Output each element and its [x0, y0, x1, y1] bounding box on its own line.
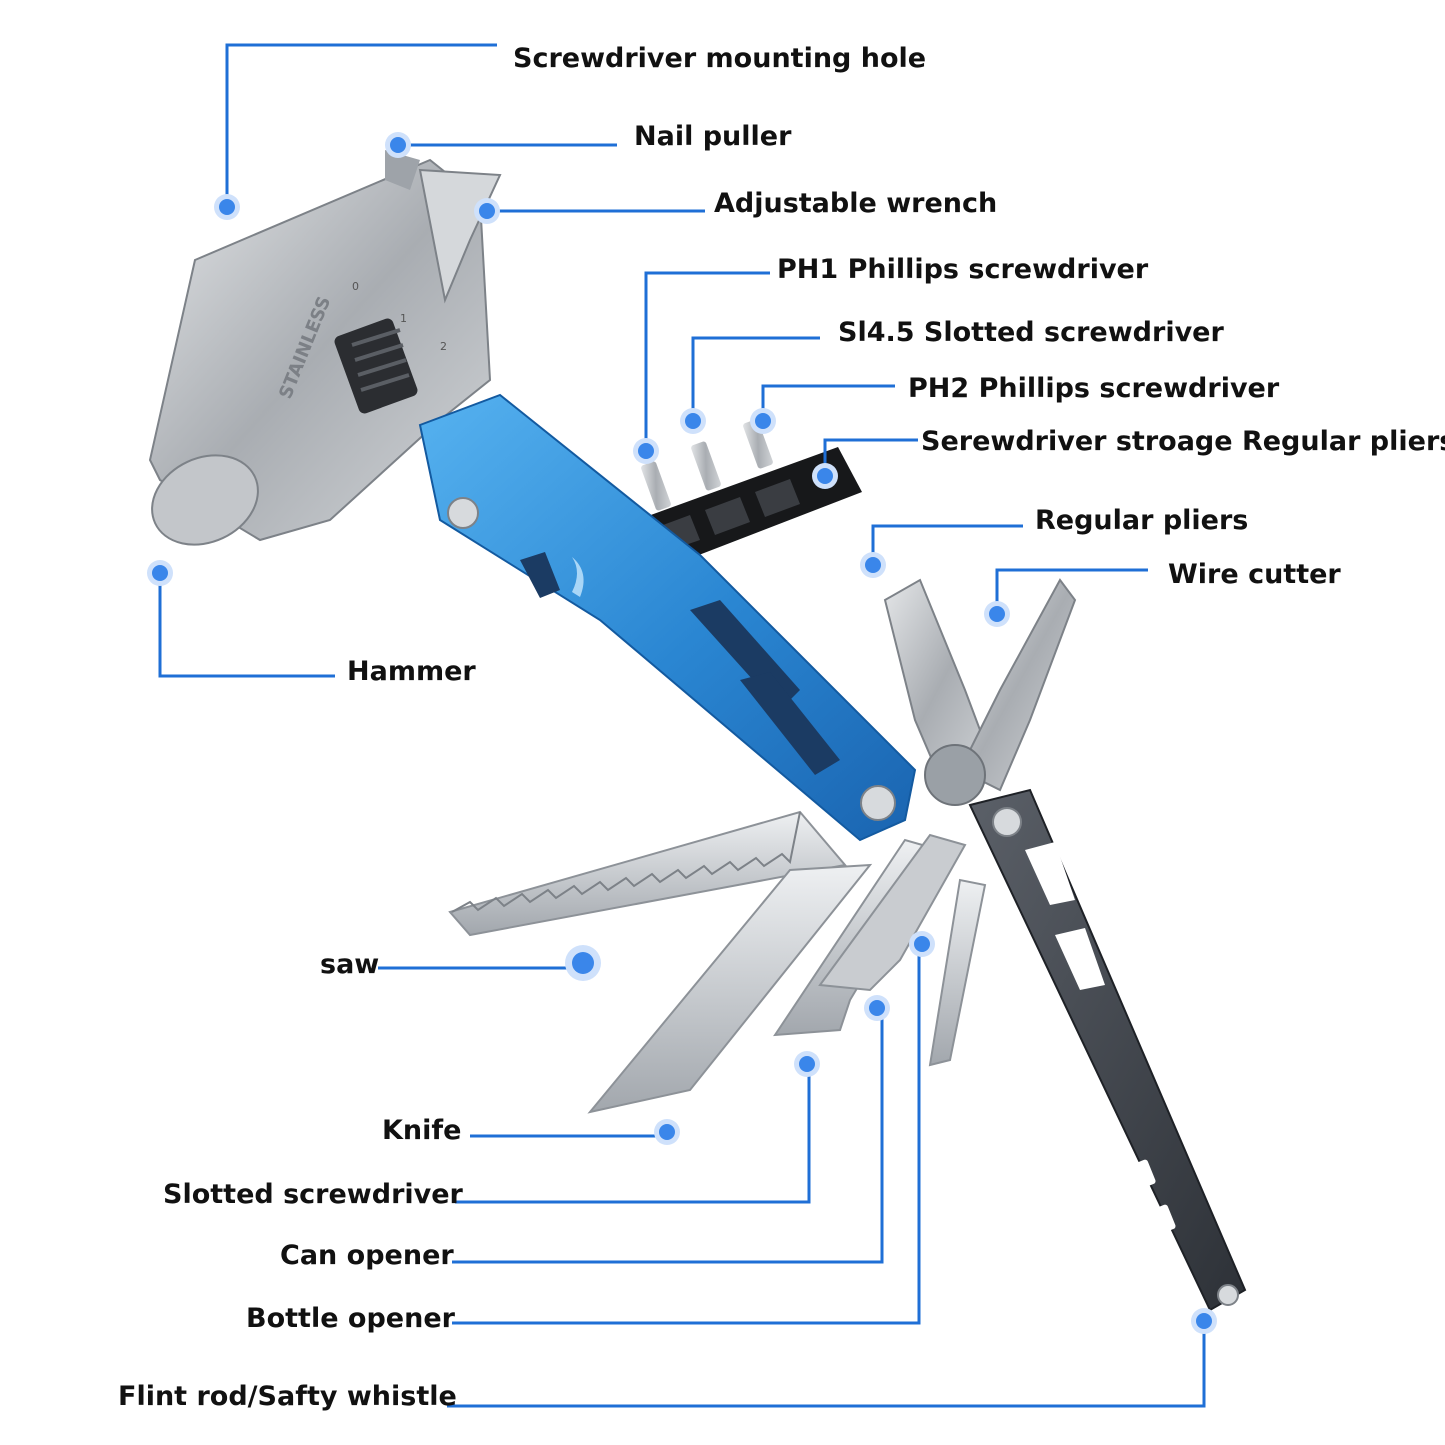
- callout-dots: [147, 132, 1217, 1334]
- label-knife: Knife: [382, 1115, 462, 1146]
- pliers-jaws: [883, 578, 1077, 806]
- dot-saw: [565, 945, 601, 981]
- leader-ph2-phillips: [761, 384, 895, 421]
- dot-wire-cutter: [984, 601, 1010, 627]
- leader-hammer: [158, 573, 335, 678]
- leader-flint-rod: [447, 1321, 1206, 1408]
- opener-blade: [818, 833, 967, 992]
- knife-blade: [587, 863, 873, 1114]
- leader-lines: [158, 43, 1206, 1408]
- leader-screwdriver-mounting-hole: [225, 43, 497, 207]
- file-blade: [928, 878, 987, 1067]
- dark-handle: [968, 788, 1247, 1312]
- dot-flint-rod: [1191, 1308, 1217, 1334]
- hammer-head: STAINLESS 0 1 2: [148, 150, 502, 546]
- label-can-opener: Can opener: [280, 1240, 454, 1271]
- screwdriver-bits: [641, 419, 773, 511]
- dot-slotted-screwdriver: [794, 1051, 820, 1077]
- label-ph1-phillips: PH1 Phillips screwdriver: [777, 254, 1149, 285]
- dot-hammer: [147, 560, 173, 586]
- wrench-scale-0: 0: [352, 280, 359, 293]
- leader-ph1-phillips: [644, 271, 770, 451]
- leader-bottle-opener: [452, 944, 921, 1325]
- wrench-scale-1: 1: [400, 312, 407, 325]
- label-adjustable-wrench: Adjustable wrench: [714, 188, 998, 219]
- dot-knife: [654, 1119, 680, 1145]
- label-flint-rod: Flint rod/Safty whistle: [118, 1381, 457, 1412]
- dot-screwdriver-mounting-hole: [214, 194, 240, 220]
- wrench-scale-2: 2: [440, 340, 447, 353]
- label-screwdriver-mounting-hole: Screwdriver mounting hole: [513, 43, 927, 74]
- dot-ph1-phillips: [633, 438, 659, 464]
- blue-handle: [418, 393, 917, 842]
- dot-adjustable-wrench: [474, 198, 500, 224]
- label-nail-puller: Nail puller: [634, 121, 792, 152]
- dot-can-opener: [864, 995, 890, 1021]
- leader-sl45-slotted: [691, 336, 820, 421]
- label-screwdriver-storage: Serewdriver stroage Regular pliers: [921, 426, 1445, 457]
- label-wire-cutter: Wire cutter: [1168, 559, 1341, 590]
- saw-blade: [448, 810, 847, 937]
- label-regular-pliers: Regular pliers: [1035, 505, 1249, 536]
- label-slotted-screwdriver: Slotted screwdriver: [163, 1179, 463, 1210]
- leader-regular-pliers: [871, 524, 1023, 565]
- dot-nail-puller: [385, 132, 411, 158]
- leader-can-opener: [452, 1008, 884, 1264]
- label-hammer: Hammer: [347, 656, 476, 687]
- dot-ph2-phillips: [750, 408, 776, 434]
- label-saw: saw: [320, 949, 380, 980]
- dot-regular-pliers: [860, 552, 886, 578]
- label-bottle-opener: Bottle opener: [246, 1303, 455, 1334]
- label-sl45-slotted: Sl4.5 Slotted screwdriver: [838, 317, 1224, 348]
- dot-screwdriver-storage: [812, 463, 838, 489]
- dot-bottle-opener: [909, 931, 935, 957]
- tool-illustration: STAINLESS 0 1 2: [148, 150, 1247, 1312]
- dot-sl45-slotted: [680, 408, 706, 434]
- label-ph2-phillips: PH2 Phillips screwdriver: [908, 373, 1280, 404]
- leader-wire-cutter: [995, 568, 1148, 614]
- leader-slotted-screwdriver: [455, 1064, 811, 1204]
